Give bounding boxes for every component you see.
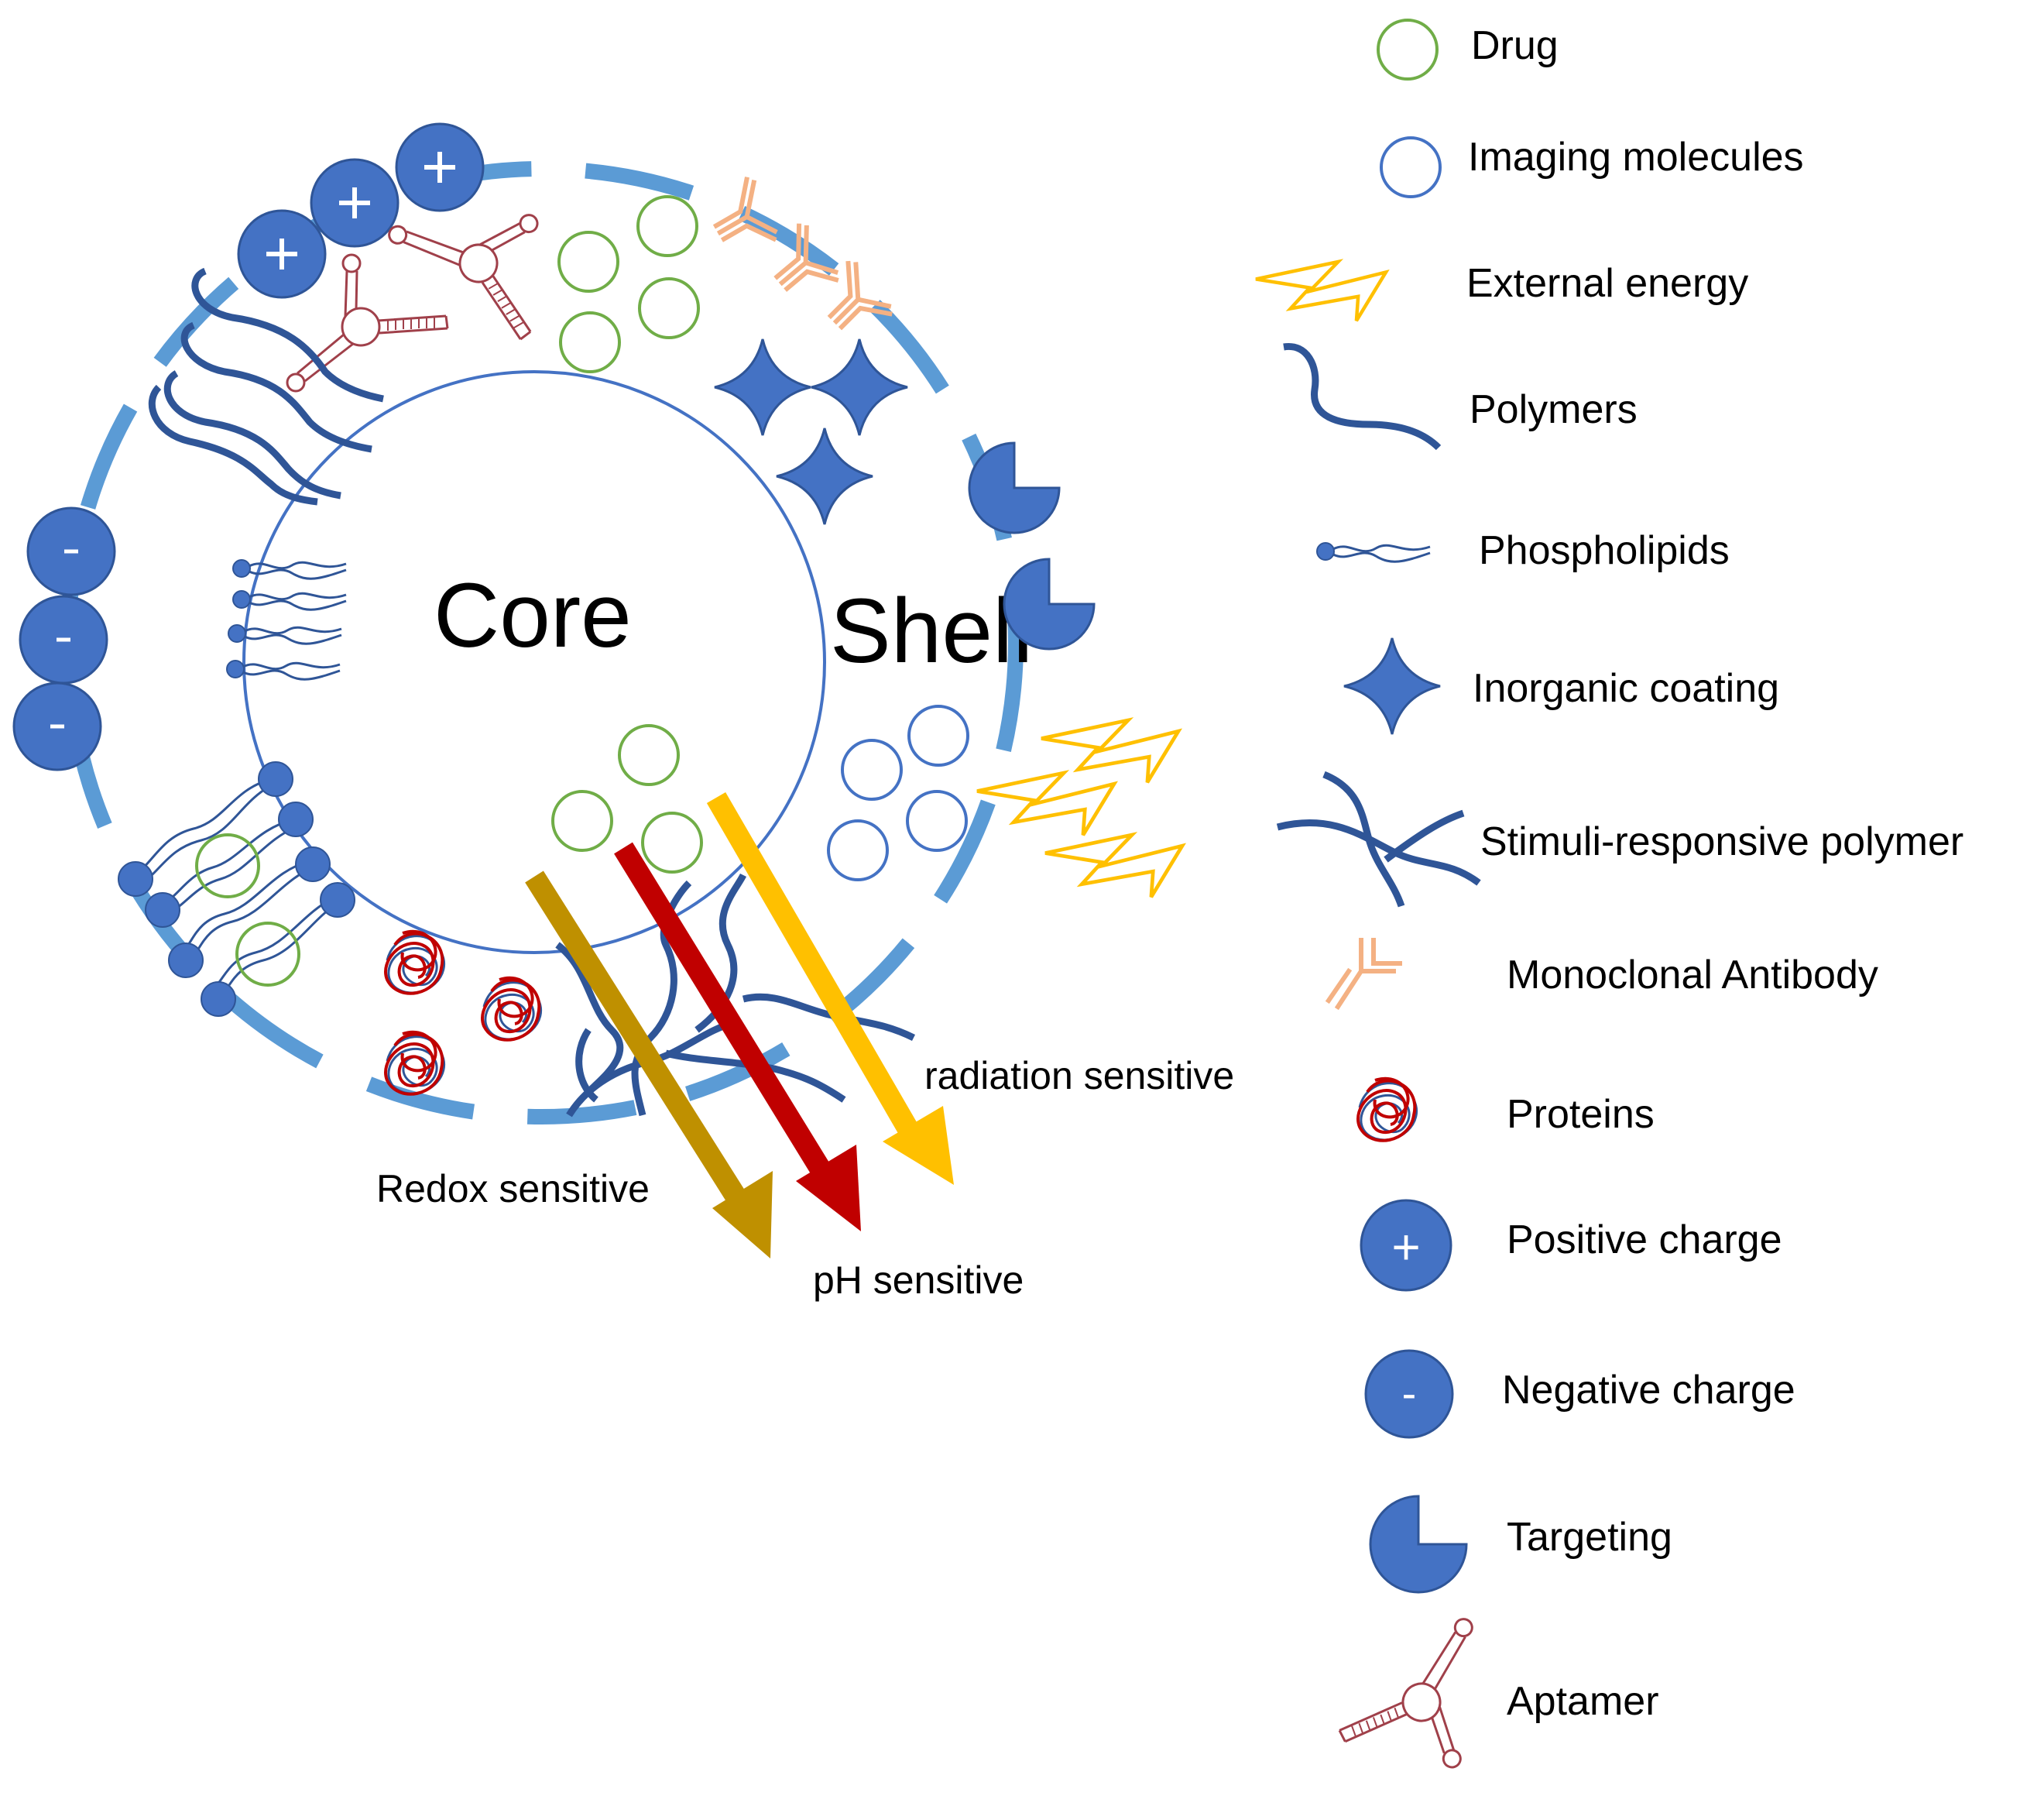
lipid-drug-group xyxy=(118,761,355,1017)
legend-label: Proteins xyxy=(1507,1092,1655,1137)
imaging-circle-icon xyxy=(1380,136,1442,198)
legend-label: Inorganic coating xyxy=(1473,666,1779,711)
polymer-strand-icon xyxy=(1284,346,1439,448)
redox-label: Redox sensitive xyxy=(376,1167,650,1210)
radiation-arrow xyxy=(706,791,954,1185)
legend-item-polymers: Polymers xyxy=(1284,346,1638,448)
redox-arrow xyxy=(525,870,773,1258)
legend-item-external-energy: External energy xyxy=(1256,261,1748,321)
drug-group-top xyxy=(557,195,700,373)
positive-charge-group xyxy=(237,122,485,299)
lightning-icon xyxy=(1256,262,1386,321)
legend-label: Imaging molecules xyxy=(1468,135,1804,180)
radiation-label: radiation sensitive xyxy=(924,1054,1234,1097)
legend-symbol: + xyxy=(1391,1219,1420,1275)
legend-label: Polymers xyxy=(1470,387,1638,432)
legend-item-imaging-molecules: Imaging molecules xyxy=(1380,135,1804,198)
legend-label: External energy xyxy=(1466,261,1748,306)
four-point-star-icon xyxy=(1343,637,1442,736)
legend-item-phospholipids: Phospholipids xyxy=(1315,528,1730,573)
legend: Drug Imaging molecules External energy P… xyxy=(1256,19,1963,1801)
legend-item-targeting: Targeting xyxy=(1369,1495,1672,1594)
phospholipid-icon xyxy=(1315,541,1432,563)
legend-item-aptamer: Aptamer xyxy=(1316,1615,1659,1801)
ph-arrow xyxy=(614,842,861,1231)
legend-item-drug: Drug xyxy=(1377,19,1559,81)
shell-label: Shell xyxy=(830,580,1033,682)
protein-group xyxy=(384,929,543,1096)
ph-label: pH sensitive xyxy=(813,1258,1024,1302)
polymer-group xyxy=(148,267,384,506)
drug-circle-icon xyxy=(1377,19,1439,81)
legend-label: Stimuli-responsive polymer xyxy=(1480,819,1963,864)
antibody-group xyxy=(704,177,897,345)
legend-label: Phospholipids xyxy=(1479,528,1730,573)
legend-label: Positive charge xyxy=(1507,1217,1782,1262)
core-label: Core xyxy=(434,565,632,667)
negative-charge-group xyxy=(12,506,116,771)
legend-label: Negative charge xyxy=(1502,1368,1795,1413)
branched-polymer-icon xyxy=(1276,771,1481,908)
antibody-icon xyxy=(1325,938,1402,1011)
pie-icon xyxy=(1369,1495,1468,1594)
legend-label: Monoclonal Antibody xyxy=(1507,953,1878,997)
plus-circle-icon xyxy=(1360,1199,1452,1292)
legend-label: Targeting xyxy=(1507,1515,1672,1560)
minus-circle-icon xyxy=(1364,1349,1454,1439)
legend-item-inorganic-coating: Inorganic coating xyxy=(1343,637,1779,736)
aptamer-icon xyxy=(1316,1615,1517,1801)
legend-item-monoclonal-antibody: Monoclonal Antibody xyxy=(1325,938,1878,1011)
core-boundary xyxy=(242,370,826,954)
legend-item-proteins: Proteins xyxy=(1356,1076,1655,1142)
protein-icon xyxy=(1356,1076,1418,1142)
legend-item-negative-charge: - Negative charge xyxy=(1364,1349,1795,1439)
legend-item-positive-charge: + Positive charge xyxy=(1360,1199,1782,1292)
imaging-group xyxy=(827,705,969,881)
legend-symbol: - xyxy=(1402,1368,1417,1417)
legend-item-stimuli-responsive-polymer: Stimuli-responsive polymer xyxy=(1276,771,1963,908)
legend-label: Aptamer xyxy=(1507,1679,1659,1724)
legend-label: Drug xyxy=(1471,23,1559,68)
